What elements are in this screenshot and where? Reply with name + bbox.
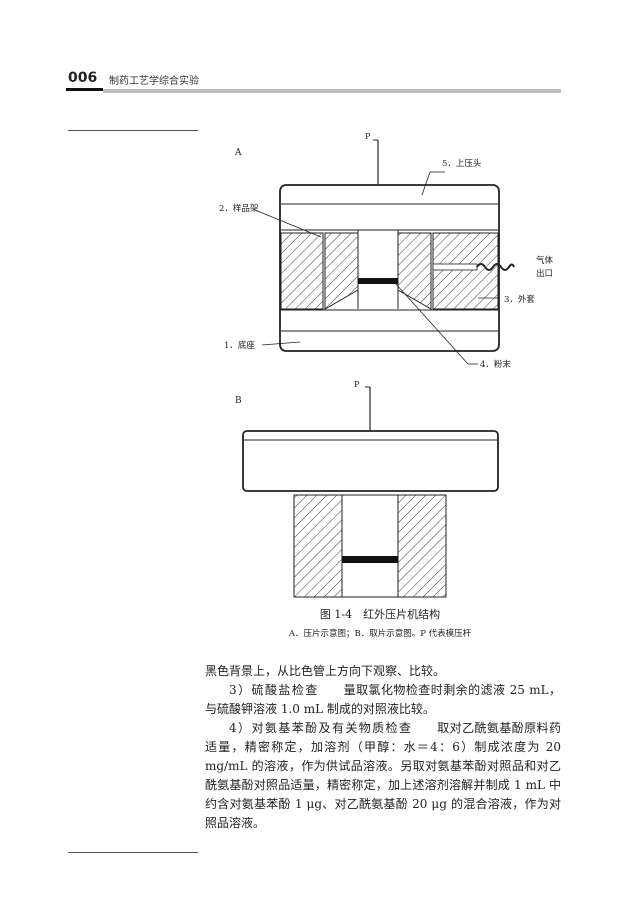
- panel-a-label: A: [234, 148, 242, 158]
- item-3-heading: 3）硫酸盐检查: [229, 683, 319, 697]
- header-rule-dark: [66, 88, 103, 91]
- label-outer-sleeve: 3．外套: [504, 294, 535, 305]
- page-number: 006: [68, 70, 98, 86]
- pellet-b: [342, 556, 398, 563]
- tablet-press-figure: A P 5．上压头: [219, 132, 554, 598]
- item-4-text: 取对乙酰氨基酚原料药适量，精密称定，加溶剂（甲醇：水＝4：6）制成浓度为 20 …: [205, 721, 561, 830]
- panel-b-label: B: [235, 396, 242, 406]
- p-label-b: P: [354, 380, 360, 389]
- label-powder: 4．粉末: [480, 359, 511, 370]
- label-base: 1．底座: [224, 340, 255, 351]
- margin-rule-top: [68, 130, 198, 131]
- margin-rule-bottom: [68, 852, 198, 853]
- figure-caption-title: 图 1-4 红外压片机结构: [319, 608, 441, 621]
- panel-a-diagram: A P 5．上压头: [219, 132, 554, 370]
- gas-outlet-coil: [476, 263, 515, 271]
- lower-sleeve-left: [293, 494, 343, 598]
- die-channel: [357, 229, 399, 281]
- lower-sleeve-right: [397, 494, 447, 598]
- outer-sleeve-right: [432, 232, 499, 310]
- panel-b-diagram: B P: [235, 380, 499, 598]
- powder-layer-a: [358, 278, 398, 284]
- label-upper-punch: 5．上压头: [442, 158, 482, 169]
- label-gas-outlet-line2: 出口: [536, 268, 553, 279]
- extraction-channel: [341, 494, 399, 598]
- item-4-heading: 4）对氨基苯酚及有关物质检查: [229, 721, 413, 735]
- upper-punch-block: [242, 430, 499, 492]
- outer-sleeve-left: [280, 232, 324, 310]
- item-3-paragraph: 3）硫酸盐检查 量取氯化物检查时剩余的滤液 25 mL，与硫酸钾溶液 1.0 m…: [205, 681, 561, 719]
- p-label-a: P: [365, 132, 371, 141]
- book-title: 制药工艺学综合实验: [109, 76, 199, 87]
- item-4-paragraph: 4）对氨基苯酚及有关物质检查 取对乙酰氨基酚原料药适量，精密称定，加溶剂（甲醇：…: [205, 719, 561, 833]
- label-gas-outlet-line1: 气体: [536, 255, 554, 266]
- figure-caption-note: A．压片示意图；B．取片示意图。P 代表模压杆: [288, 629, 472, 639]
- body-text: 黑色背景上，从比色管上方向下观察、比较。 3）硫酸盐检查 量取氯化物检查时剩余的…: [205, 662, 561, 833]
- label-sample-holder: 2．样品架: [219, 203, 259, 214]
- body-line-1: 黑色背景上，从比色管上方向下观察、比较。: [205, 664, 446, 678]
- header-rule-gray: [103, 89, 561, 93]
- item-3-text: 量取氯化物检查时剩余的滤液 25 mL，与硫酸钾溶液 1.0 mL 制成的对照液…: [205, 683, 561, 716]
